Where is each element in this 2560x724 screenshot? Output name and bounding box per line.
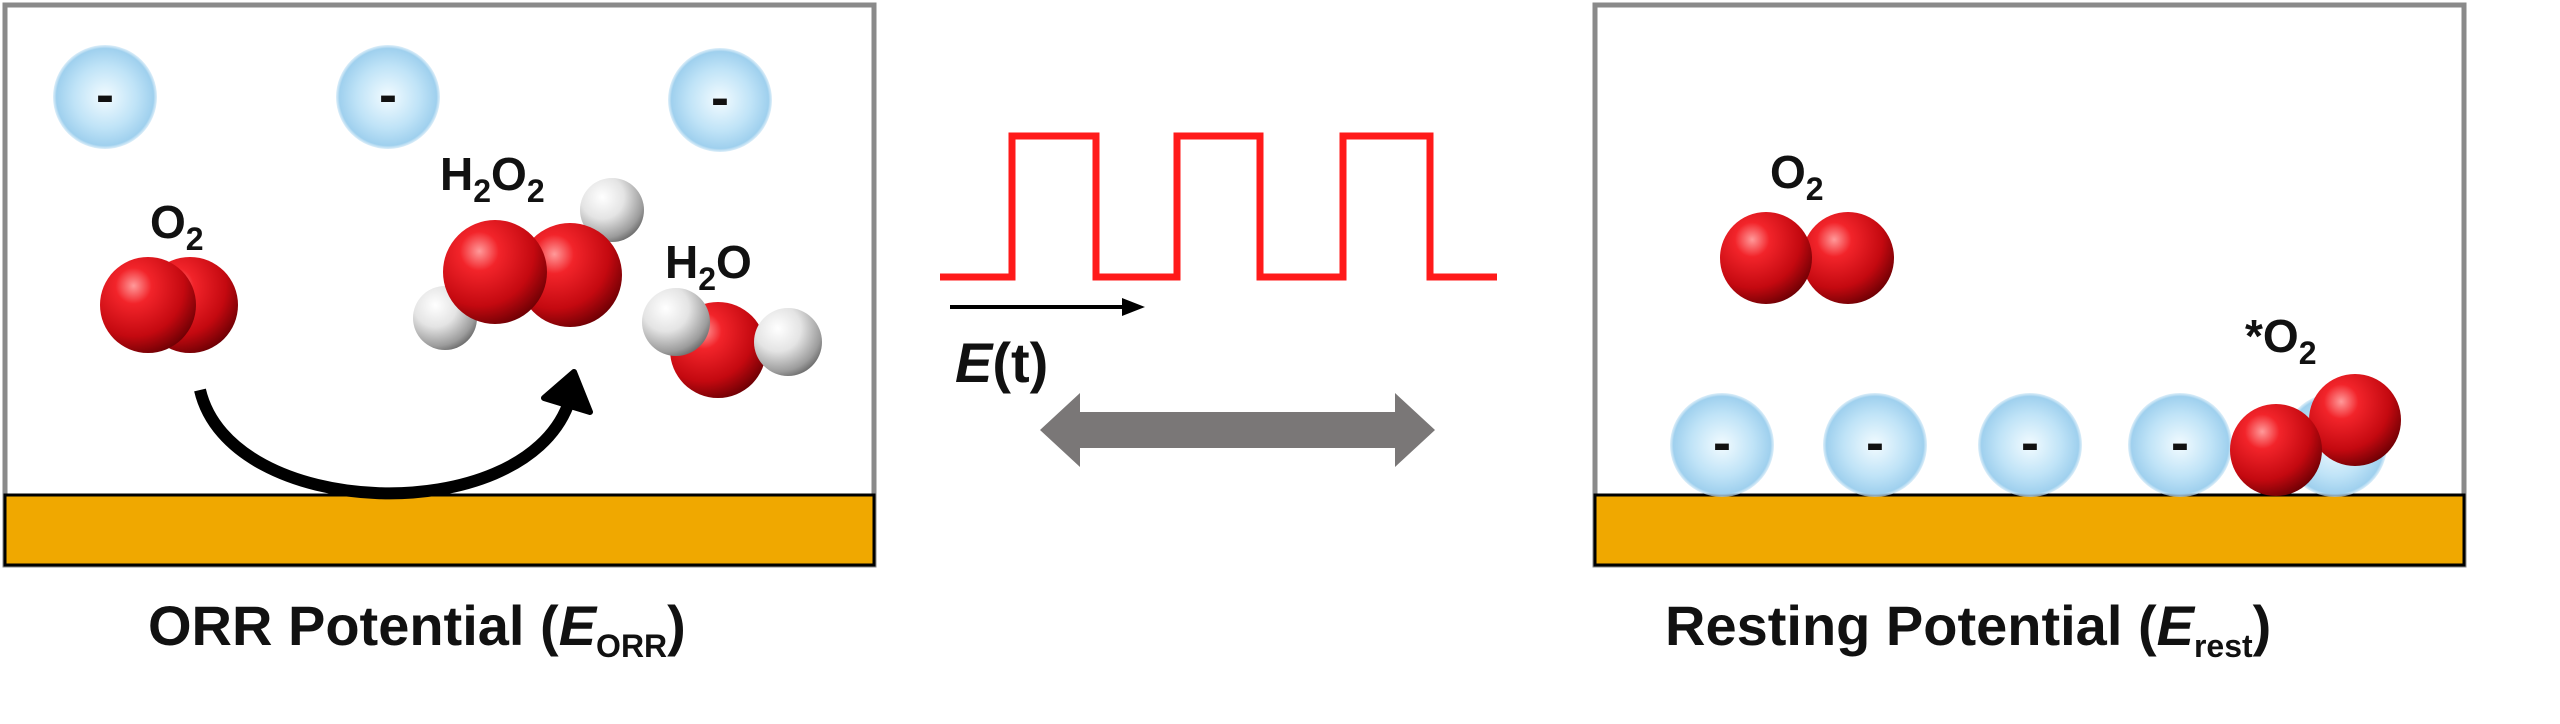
waveform-label: E(t) xyxy=(955,331,1048,394)
anion: - xyxy=(668,48,772,152)
switch-double-arrow xyxy=(1040,393,1435,467)
svg-text:-: - xyxy=(379,65,397,125)
h2o-label: H2O xyxy=(665,236,752,297)
adsorbed-anion: - xyxy=(1978,393,2082,497)
h2o-molecule xyxy=(642,288,822,398)
svg-text:-: - xyxy=(2021,413,2039,473)
right-electrode xyxy=(1593,493,2466,567)
right-panel: - - - - O2 *O2 xyxy=(1592,2,2467,568)
square-wave xyxy=(940,132,1497,281)
anion: - xyxy=(53,45,157,149)
svg-text:-: - xyxy=(1866,413,1884,473)
left-caption: ORR Potential (EORR) xyxy=(148,594,686,664)
o2-label: O2 xyxy=(150,196,204,257)
adsorbed-anion: - xyxy=(1823,393,1927,497)
h2o2-molecule xyxy=(413,178,644,350)
svg-text:-: - xyxy=(711,68,729,128)
o2-label: O2 xyxy=(1770,146,1824,207)
svg-text:-: - xyxy=(2171,413,2189,473)
potential-waveform: E(t) xyxy=(940,132,1497,394)
reaction-curved-arrow xyxy=(194,388,574,500)
svg-text:-: - xyxy=(1713,413,1731,473)
left-electrode xyxy=(3,493,876,567)
o2-molecule xyxy=(1720,212,1894,304)
left-panel: - - - O2 H2O2 xyxy=(2,2,877,568)
h2o2-label: H2O2 xyxy=(440,148,545,209)
adsorbed-anion: - xyxy=(1670,393,1774,497)
reaction-arrow-head xyxy=(541,369,593,415)
time-arrow-head xyxy=(1122,298,1145,316)
adsorbed-o2-molecule xyxy=(2230,374,2401,496)
adsorbed-o2-label: *O2 xyxy=(2245,310,2316,371)
adsorbed-anion: - xyxy=(2128,393,2232,497)
anion: - xyxy=(336,45,440,149)
svg-text:-: - xyxy=(96,65,114,125)
o2-molecule xyxy=(100,257,238,353)
right-caption: Resting Potential (Erest) xyxy=(1665,594,2271,664)
